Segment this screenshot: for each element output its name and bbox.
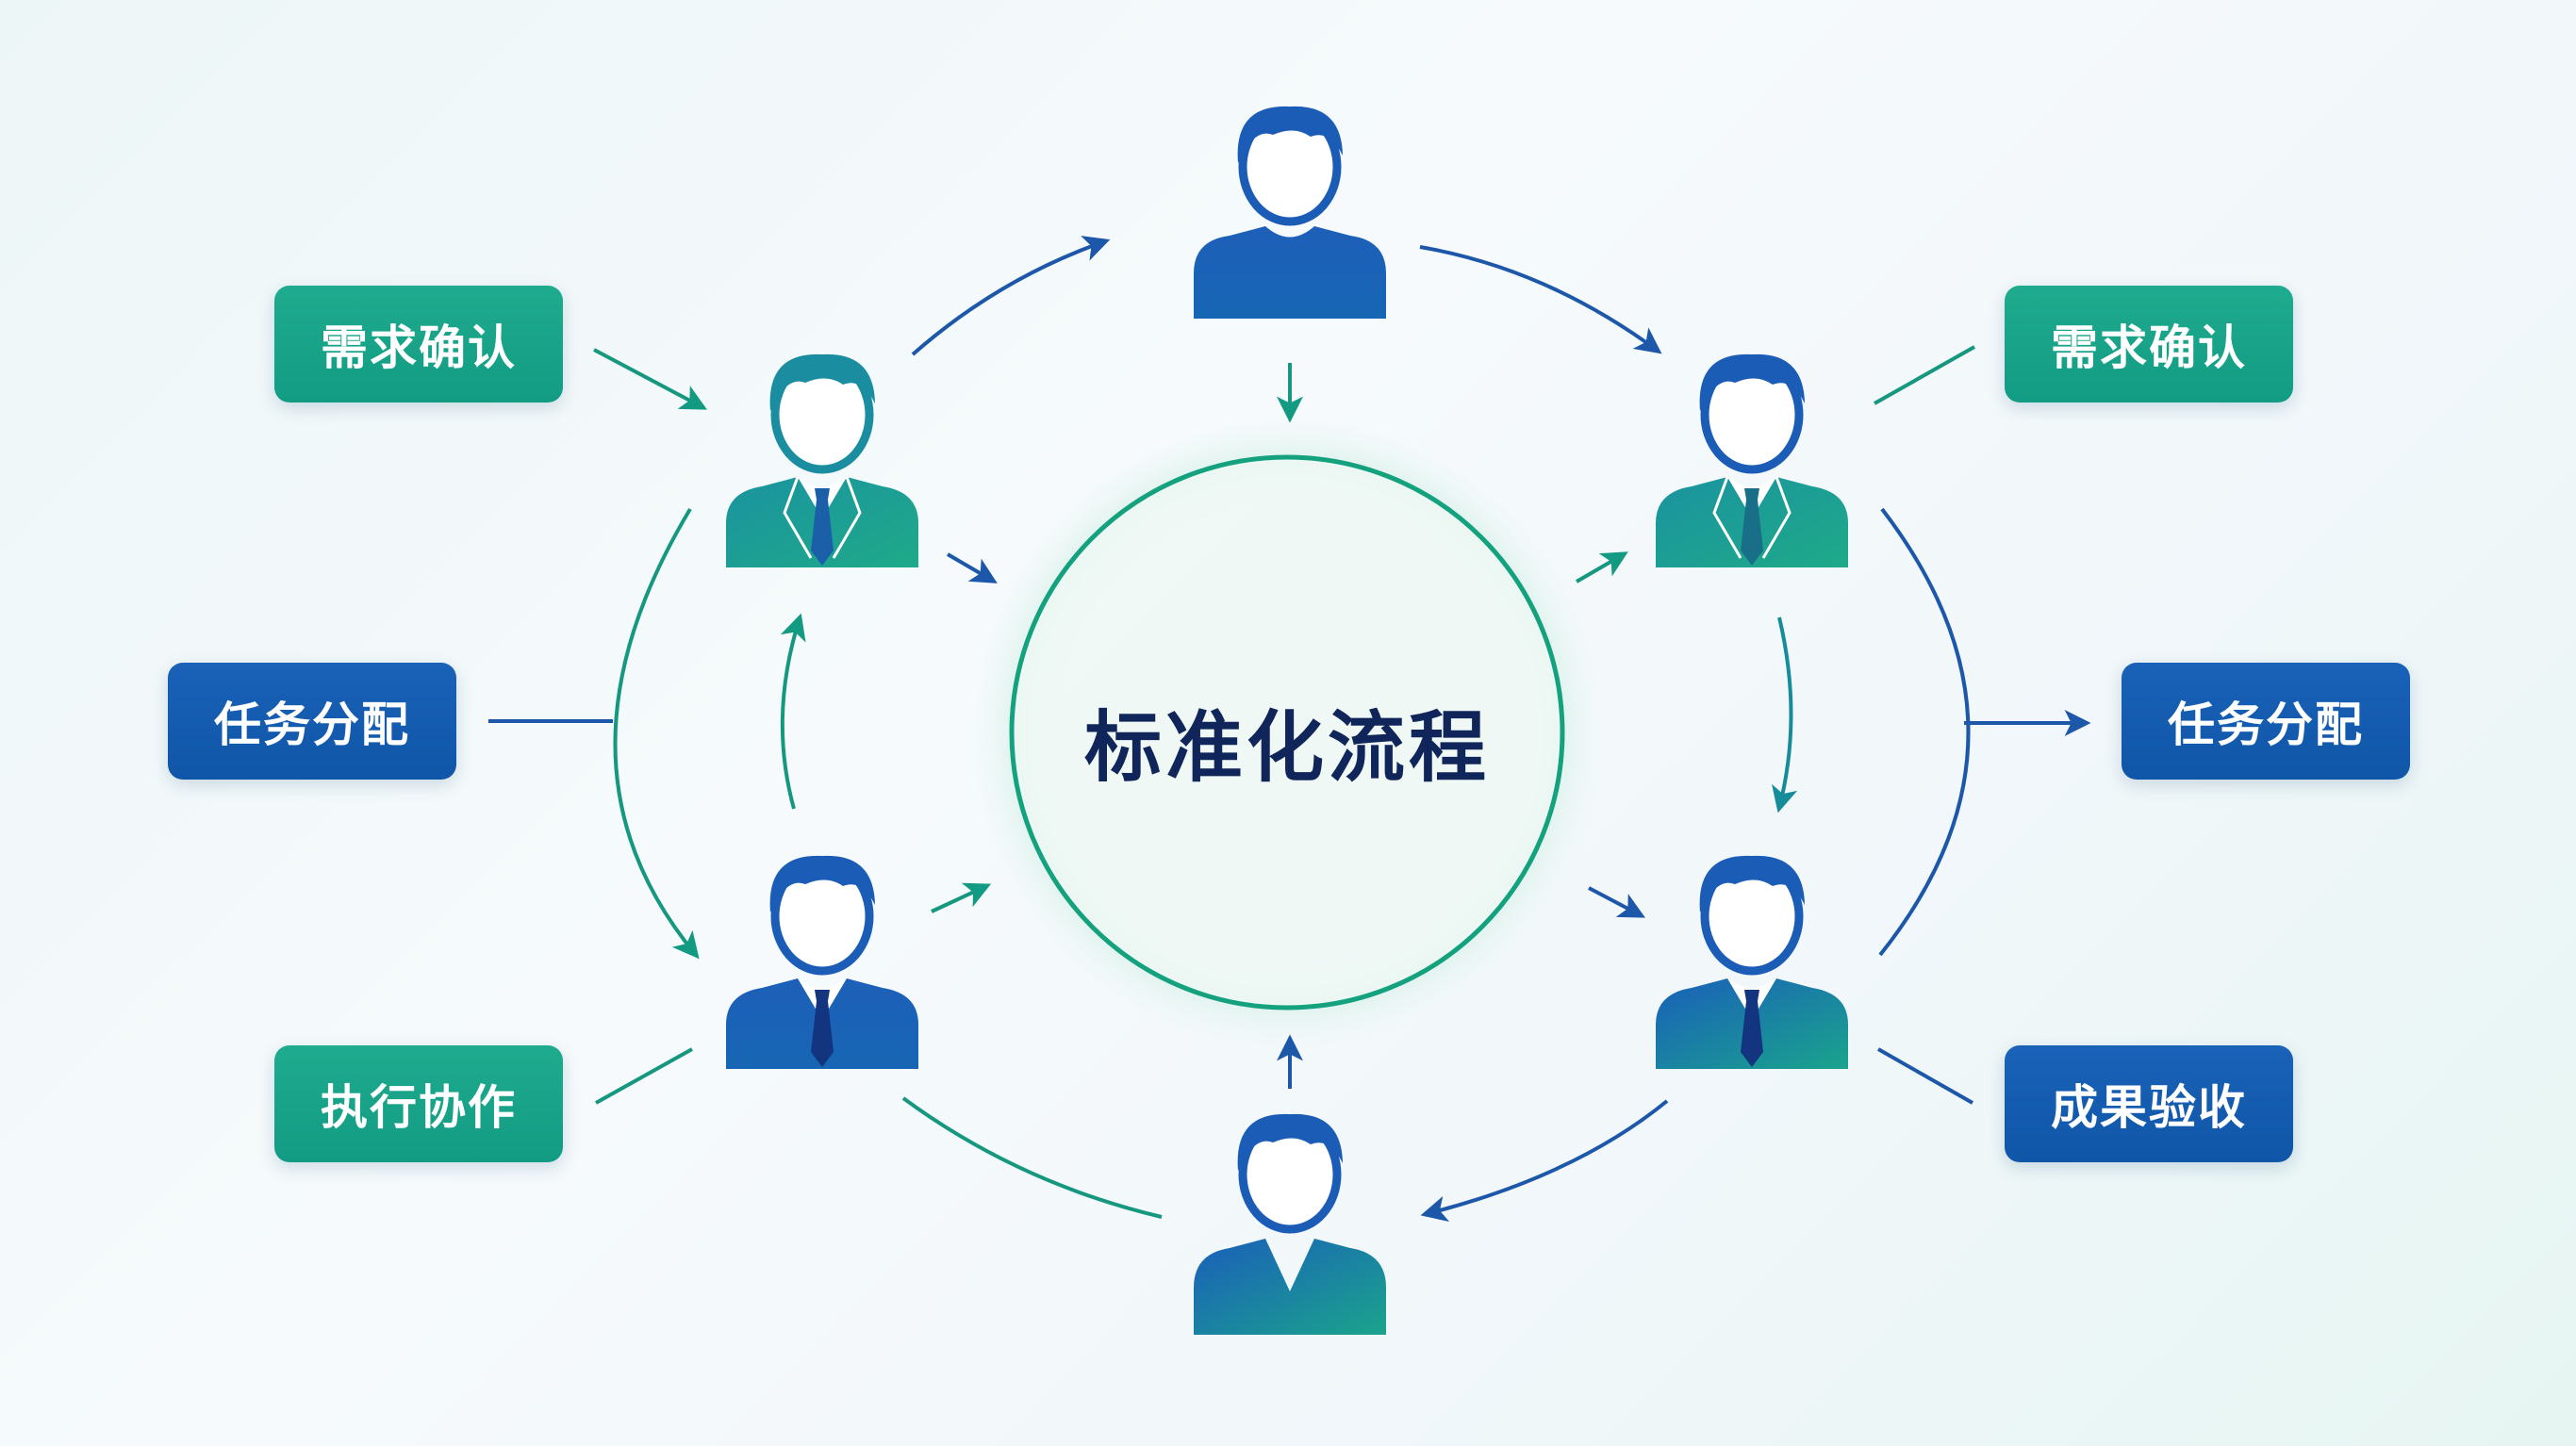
center-ring	[1009, 454, 1565, 1011]
label-right-bottom-text: 成果验收	[2051, 1080, 2247, 1135]
center-title: 标准化流程	[1083, 702, 1490, 793]
label-box-left-bottom[interactable]: 执行协作	[274, 1045, 563, 1162]
connector-right-top	[1874, 345, 1975, 405]
person-casual-icon-bottom	[1194, 1113, 1386, 1335]
label-left-bottom-text: 执行协作	[321, 1080, 517, 1135]
arrow-left-top-to-center	[946, 552, 998, 583]
label-box-right-middle[interactable]: 任务分配	[2122, 663, 2410, 780]
arrow-right-top-to-center	[1575, 551, 1628, 583]
arrow-left-bottom-to-center	[931, 882, 992, 913]
person-suit-icon-right-top	[1656, 353, 1848, 567]
connector-left-top	[593, 348, 707, 410]
person-casual-icon-top	[1194, 106, 1386, 319]
label-right-top-text: 需求确认	[2051, 320, 2247, 375]
person-suit-icon-left-top	[726, 353, 918, 567]
person-suit-icon-left-bottom	[726, 855, 918, 1069]
label-box-left-middle[interactable]: 任务分配	[168, 663, 456, 780]
person-suit-icon-right-bottom	[1656, 855, 1848, 1069]
arc-right	[1878, 507, 1971, 957]
arc-top-right	[1419, 245, 1662, 354]
center-ring-fill	[1009, 454, 1565, 1011]
label-box-left-top[interactable]: 需求确认	[274, 286, 563, 403]
label-left-top-text: 需求确认	[321, 320, 517, 375]
arrow-right-bottom-to-center	[1588, 886, 1645, 918]
label-box-right-bottom[interactable]: 成果验收	[2005, 1045, 2293, 1162]
label-left-middle-text: 任务分配	[214, 698, 410, 752]
connector-left-bottom	[595, 1047, 693, 1105]
arc-bottom-left	[901, 1096, 1163, 1219]
label-right-middle-text: 任务分配	[2168, 698, 2364, 752]
connector-right-bottom	[1877, 1047, 1973, 1105]
arrow-right-inner-down	[1772, 616, 1798, 813]
label-box-right-top[interactable]: 需求确认	[2005, 286, 2293, 403]
arc-left	[613, 507, 700, 960]
arc-bottom-right	[1420, 1099, 1669, 1223]
arc-top-left	[911, 236, 1111, 356]
arrow-left-inner-up	[780, 613, 806, 810]
